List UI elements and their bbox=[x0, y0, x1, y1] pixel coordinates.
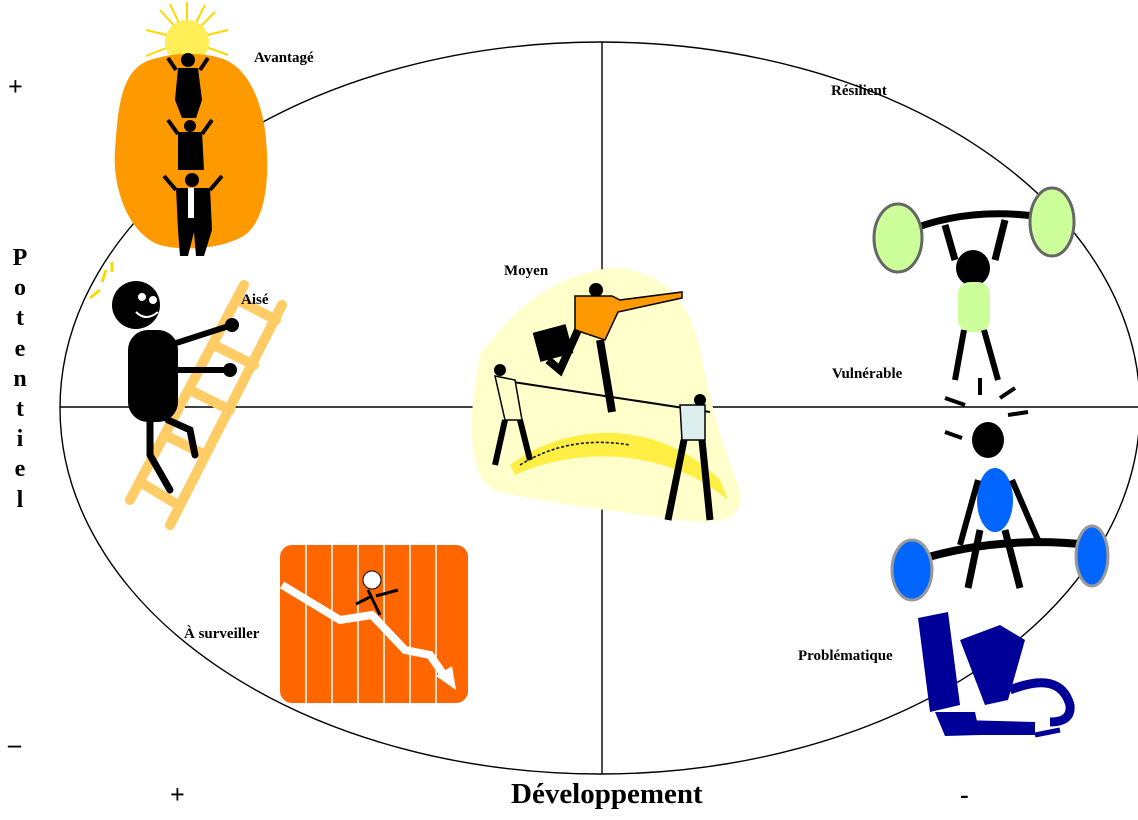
label-problematique: Problématique bbox=[798, 648, 893, 664]
vertical-axis-title: P o t e n t i e l bbox=[8, 243, 32, 515]
vertical-title-letter: P bbox=[12, 245, 28, 271]
falling-chart-icon bbox=[279, 545, 468, 703]
horizontal-axis-right-sign: - bbox=[960, 780, 969, 809]
label-avantage: Avantagé bbox=[254, 50, 314, 66]
vertical-title-letter: o bbox=[14, 275, 26, 302]
vertical-title-letter: e bbox=[14, 335, 26, 362]
label-a-surveiller: À surveiller bbox=[184, 626, 260, 642]
vertical-title-letter: t bbox=[16, 396, 24, 423]
vertical-title-letter: n bbox=[13, 365, 27, 392]
broken-chair-icon bbox=[918, 612, 1075, 738]
label-aise: Aisé bbox=[241, 292, 269, 308]
vertical-title-letter: e bbox=[14, 456, 26, 483]
label-moyen: Moyen bbox=[504, 263, 549, 279]
outline-ellipse bbox=[59, 41, 1138, 775]
vertical-title-letter: t bbox=[16, 305, 24, 332]
vertical-title-letter: i bbox=[16, 426, 24, 453]
vertical-title-letter: l bbox=[16, 486, 24, 513]
tightrope-businessmen-icon bbox=[471, 268, 741, 522]
vertical-axis-bottom-sign: – bbox=[8, 730, 21, 759]
weightlifter-strain-icon bbox=[890, 378, 1110, 602]
horizontal-axis-left-sign: + bbox=[170, 780, 185, 809]
label-vulnerable: Vulnérable bbox=[832, 366, 903, 382]
vertical-axis-top-sign: + bbox=[8, 72, 23, 101]
horizontal-axis-title: Développement bbox=[511, 778, 703, 810]
ladder-climber-icon bbox=[89, 262, 287, 530]
weightlifter-up-icon bbox=[872, 186, 1076, 381]
label-resilient: Résilient bbox=[831, 83, 887, 99]
stacked-businessmen-icon bbox=[114, 2, 268, 256]
